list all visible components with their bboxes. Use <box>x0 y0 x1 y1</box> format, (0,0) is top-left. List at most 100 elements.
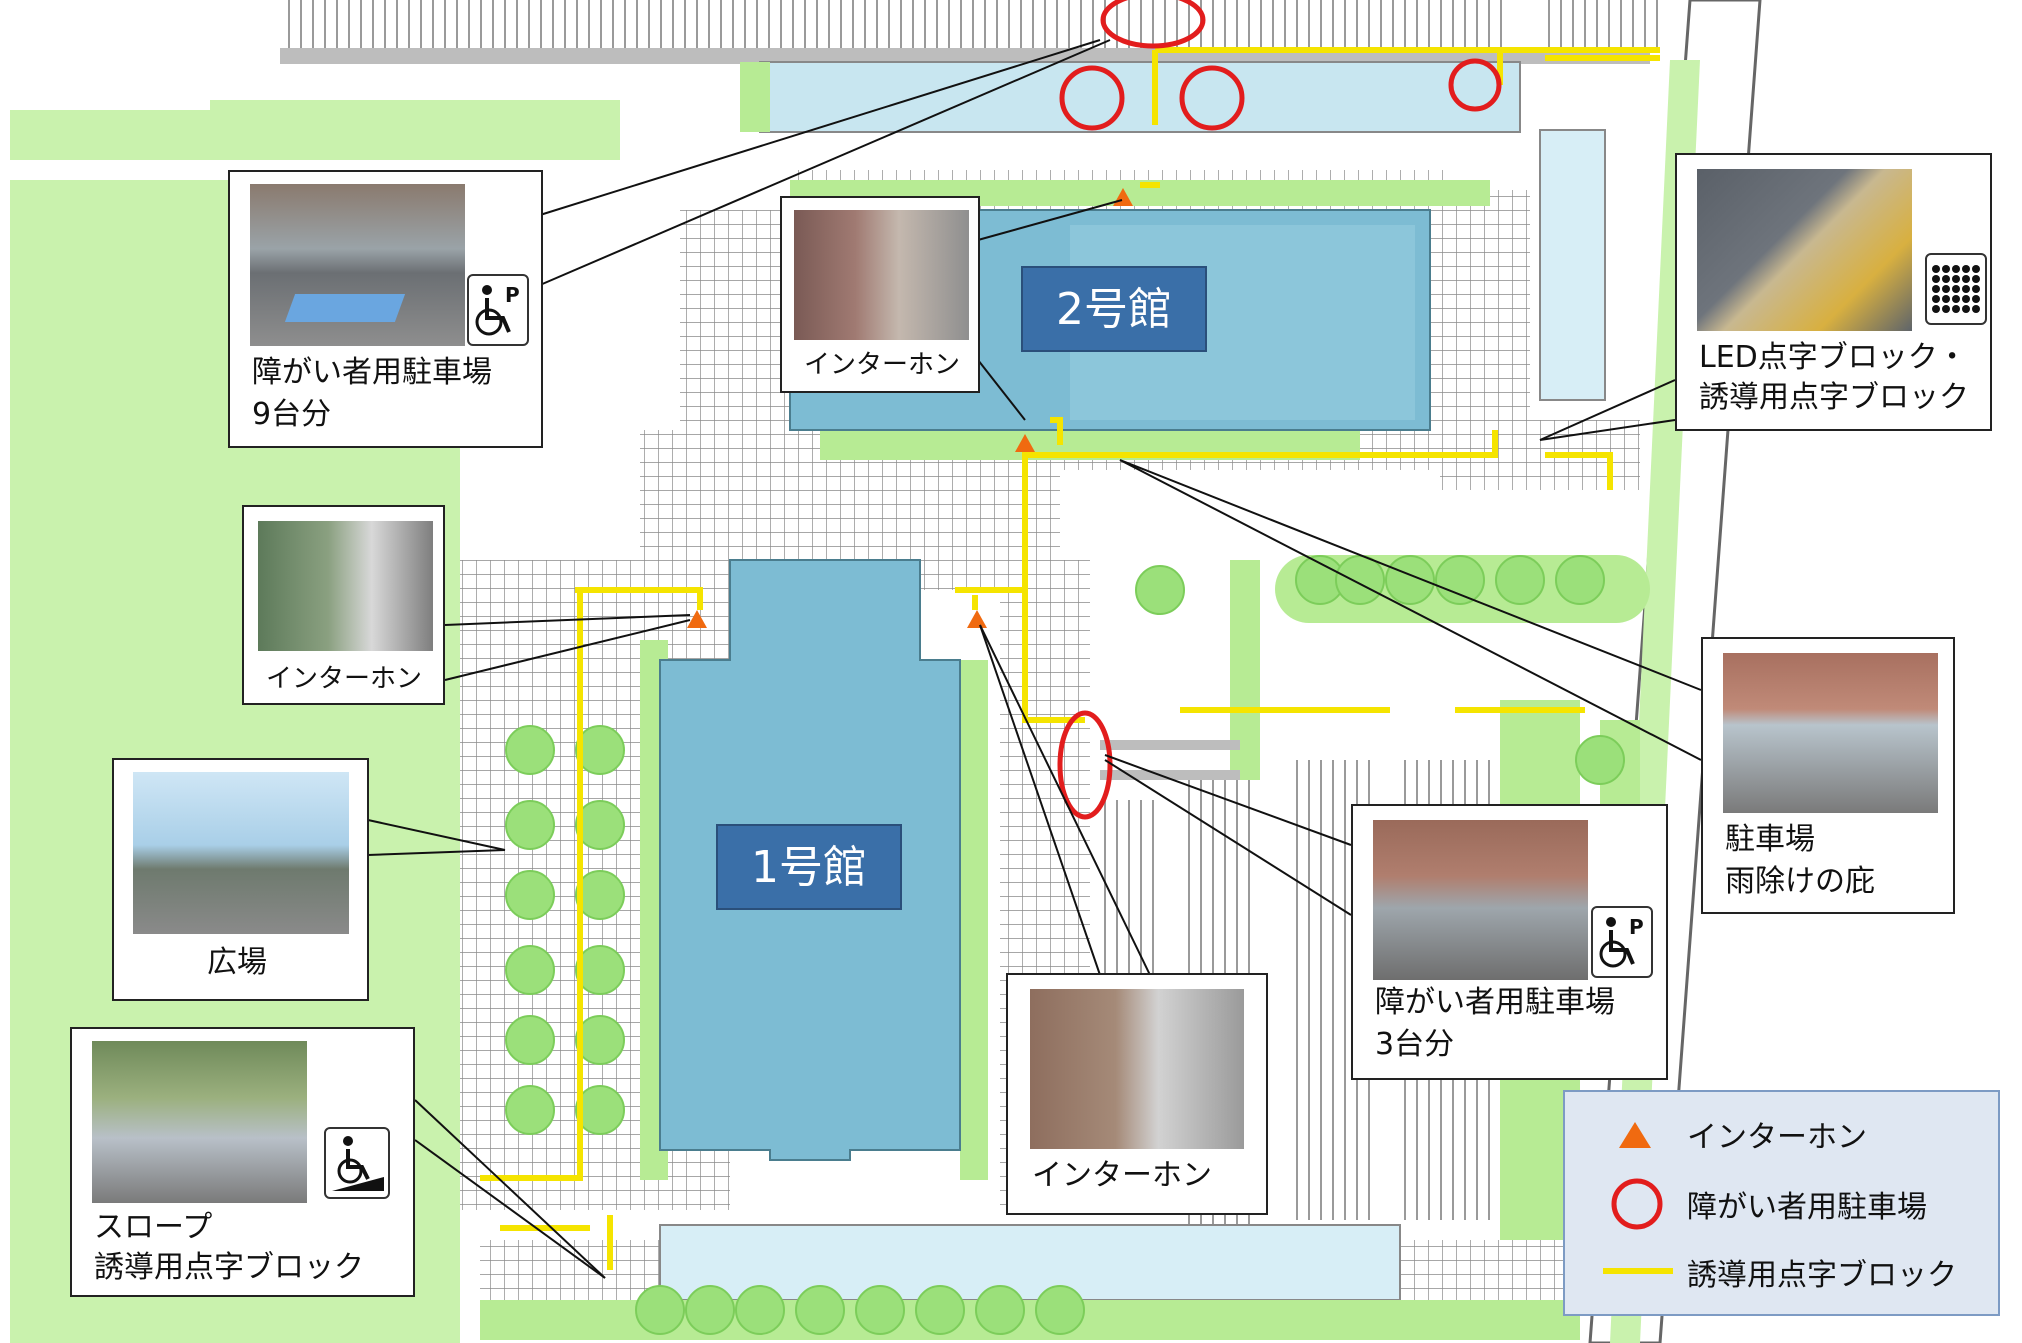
braille-dot <box>1942 275 1950 283</box>
tree <box>505 800 555 850</box>
parking-circle <box>1057 710 1113 820</box>
leader-line <box>367 819 506 851</box>
intercom-marker <box>1015 434 1035 452</box>
tree <box>505 870 555 920</box>
braille-dot <box>1962 275 1970 283</box>
tree <box>505 1085 555 1135</box>
leader-line <box>444 614 691 626</box>
intercom-bottom-label: インターホン <box>1032 1158 1212 1193</box>
parking-9-line2: 9台分 <box>252 397 332 432</box>
building-1-label: 1号館 <box>716 824 902 910</box>
tree <box>1335 555 1385 605</box>
braille-dot <box>1962 265 1970 273</box>
tree <box>1575 735 1625 785</box>
slope-line2: 誘導用点字ブロック <box>94 1250 364 1285</box>
legend-item-intercom: インターホン <box>1565 1104 1998 1164</box>
tree <box>1385 555 1435 605</box>
tree <box>915 1285 965 1335</box>
braille-dot <box>1962 285 1970 293</box>
tree <box>505 1015 555 1065</box>
parking-circle <box>1448 58 1502 112</box>
map-legend: インターホン 障がい者用駐車場 誘導用点字ブロック <box>1563 1090 2000 1316</box>
leader-line <box>1104 759 1352 916</box>
braille-dot <box>1952 285 1960 293</box>
braille-dot <box>1952 265 1960 273</box>
tree <box>1495 555 1545 605</box>
braille-dot <box>1932 305 1940 313</box>
parking-3-line1: 障がい者用駐車場 <box>1375 985 1615 1020</box>
callout-slope: スロープ 誘導用点字ブロック <box>70 1027 415 1297</box>
canopy-photo <box>1723 653 1938 813</box>
tree <box>1555 555 1605 605</box>
intercom-marker <box>967 610 987 628</box>
braille-dot <box>1962 305 1970 313</box>
wheelchair-slope-icon <box>324 1127 390 1199</box>
braille-dot <box>1942 295 1950 303</box>
guide-blocks <box>480 47 1660 1270</box>
braille-dot <box>1932 295 1940 303</box>
plaza-photo <box>133 772 349 934</box>
tree <box>575 870 625 920</box>
intercom-2-label: インターホン <box>804 350 961 380</box>
building-2-label: 2号館 <box>1021 266 1207 352</box>
parking-3-line2: 3台分 <box>1375 1027 1455 1062</box>
tree <box>635 1285 685 1335</box>
bottom-strip <box>480 1224 1580 1340</box>
braille-dot <box>1932 275 1940 283</box>
braille-dot <box>1972 285 1980 293</box>
callout-parking-9: P 障がい者用駐車場 9台分 <box>228 170 543 448</box>
leader-line <box>367 849 506 856</box>
braille-dot <box>1942 265 1950 273</box>
leader-line <box>444 619 691 681</box>
tree <box>575 800 625 850</box>
intercom-left-label: インターホン <box>266 664 423 694</box>
leader-line <box>414 1099 606 1279</box>
braille-dot <box>1952 295 1960 303</box>
braille-dot <box>1932 265 1940 273</box>
callout-canopy: 駐車場 雨除けの庇 <box>1701 637 1955 914</box>
callout-intercom-bottom: インターホン <box>1006 973 1268 1215</box>
braille-dot <box>1962 295 1970 303</box>
braille-dot <box>1952 275 1960 283</box>
svg-text:P: P <box>505 283 520 307</box>
tree <box>975 1285 1025 1335</box>
leader-line <box>539 39 1101 216</box>
led-block-photo <box>1697 169 1912 331</box>
callout-intercom-2: インターホン <box>780 196 980 393</box>
callout-parking-3: P 障がい者用駐車場 3台分 <box>1351 804 1668 1080</box>
leader-line <box>1119 459 1702 761</box>
parking-3-photo <box>1373 820 1588 980</box>
braille-dot <box>1972 295 1980 303</box>
tree <box>1135 565 1185 615</box>
callout-plaza: 広場 <box>112 758 369 1001</box>
trees <box>505 555 1645 1335</box>
wheelchair-parking-icon: P <box>467 274 529 346</box>
tree <box>505 945 555 995</box>
leader-line <box>1104 754 1352 846</box>
led-block-line1: LED点字ブロック・ <box>1699 340 1968 375</box>
slope-line1: スロープ <box>94 1210 213 1245</box>
tree <box>1435 555 1485 605</box>
intercom-marker <box>687 610 707 628</box>
tree <box>855 1285 905 1335</box>
callout-led-block: LED点字ブロック・ 誘導用点字ブロック <box>1675 153 1992 431</box>
plaza-label: 広場 <box>207 945 267 980</box>
legend-label-parking: 障がい者用駐車場 <box>1687 1190 1927 1225</box>
leader-line <box>414 1139 606 1279</box>
parking-9-photo <box>250 184 465 346</box>
yellow-line-icon <box>1603 1268 1673 1274</box>
callout-intercom-left: インターホン <box>242 505 445 705</box>
braille-dot <box>1972 305 1980 313</box>
braille-dot <box>1972 265 1980 273</box>
canopy-line1: 駐車場 <box>1725 822 1815 857</box>
legend-item-parking: 障がい者用駐車場 <box>1565 1174 1998 1234</box>
leader-line <box>539 39 1111 286</box>
orange-triangle-icon <box>1619 1122 1651 1148</box>
red-circle-icon <box>1611 1178 1663 1230</box>
legend-label-guide-block: 誘導用点字ブロック <box>1687 1258 1957 1293</box>
braille-dot <box>1942 305 1950 313</box>
intercom-markers <box>687 188 1133 628</box>
parking-circle <box>1179 65 1245 131</box>
intercom-bottom-photo <box>1030 989 1244 1149</box>
intercom-left-photo <box>258 521 433 651</box>
